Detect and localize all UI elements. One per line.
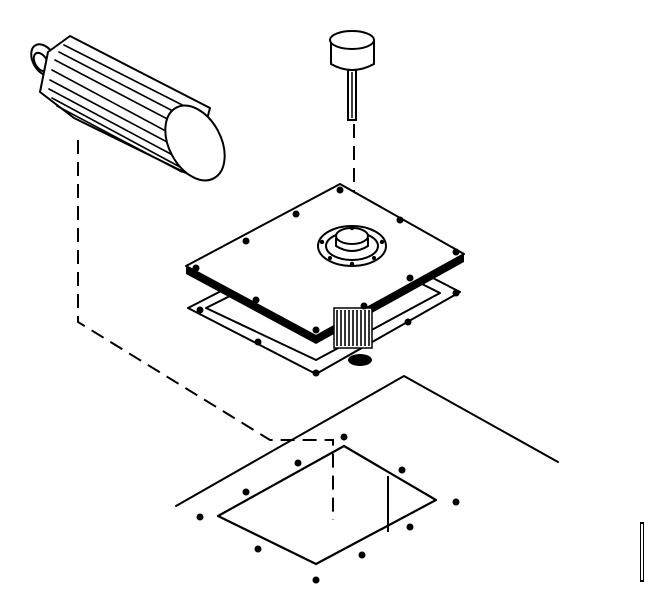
gasket-port xyxy=(348,354,372,366)
cover-plate xyxy=(185,183,465,349)
tank-top-panel xyxy=(175,375,559,584)
wire-harness xyxy=(333,307,373,349)
filter-cartridge xyxy=(30,35,226,182)
center-port xyxy=(317,225,387,267)
scan-mark xyxy=(640,522,644,582)
alignment-lines xyxy=(77,124,355,520)
sensor-probe xyxy=(329,30,375,121)
